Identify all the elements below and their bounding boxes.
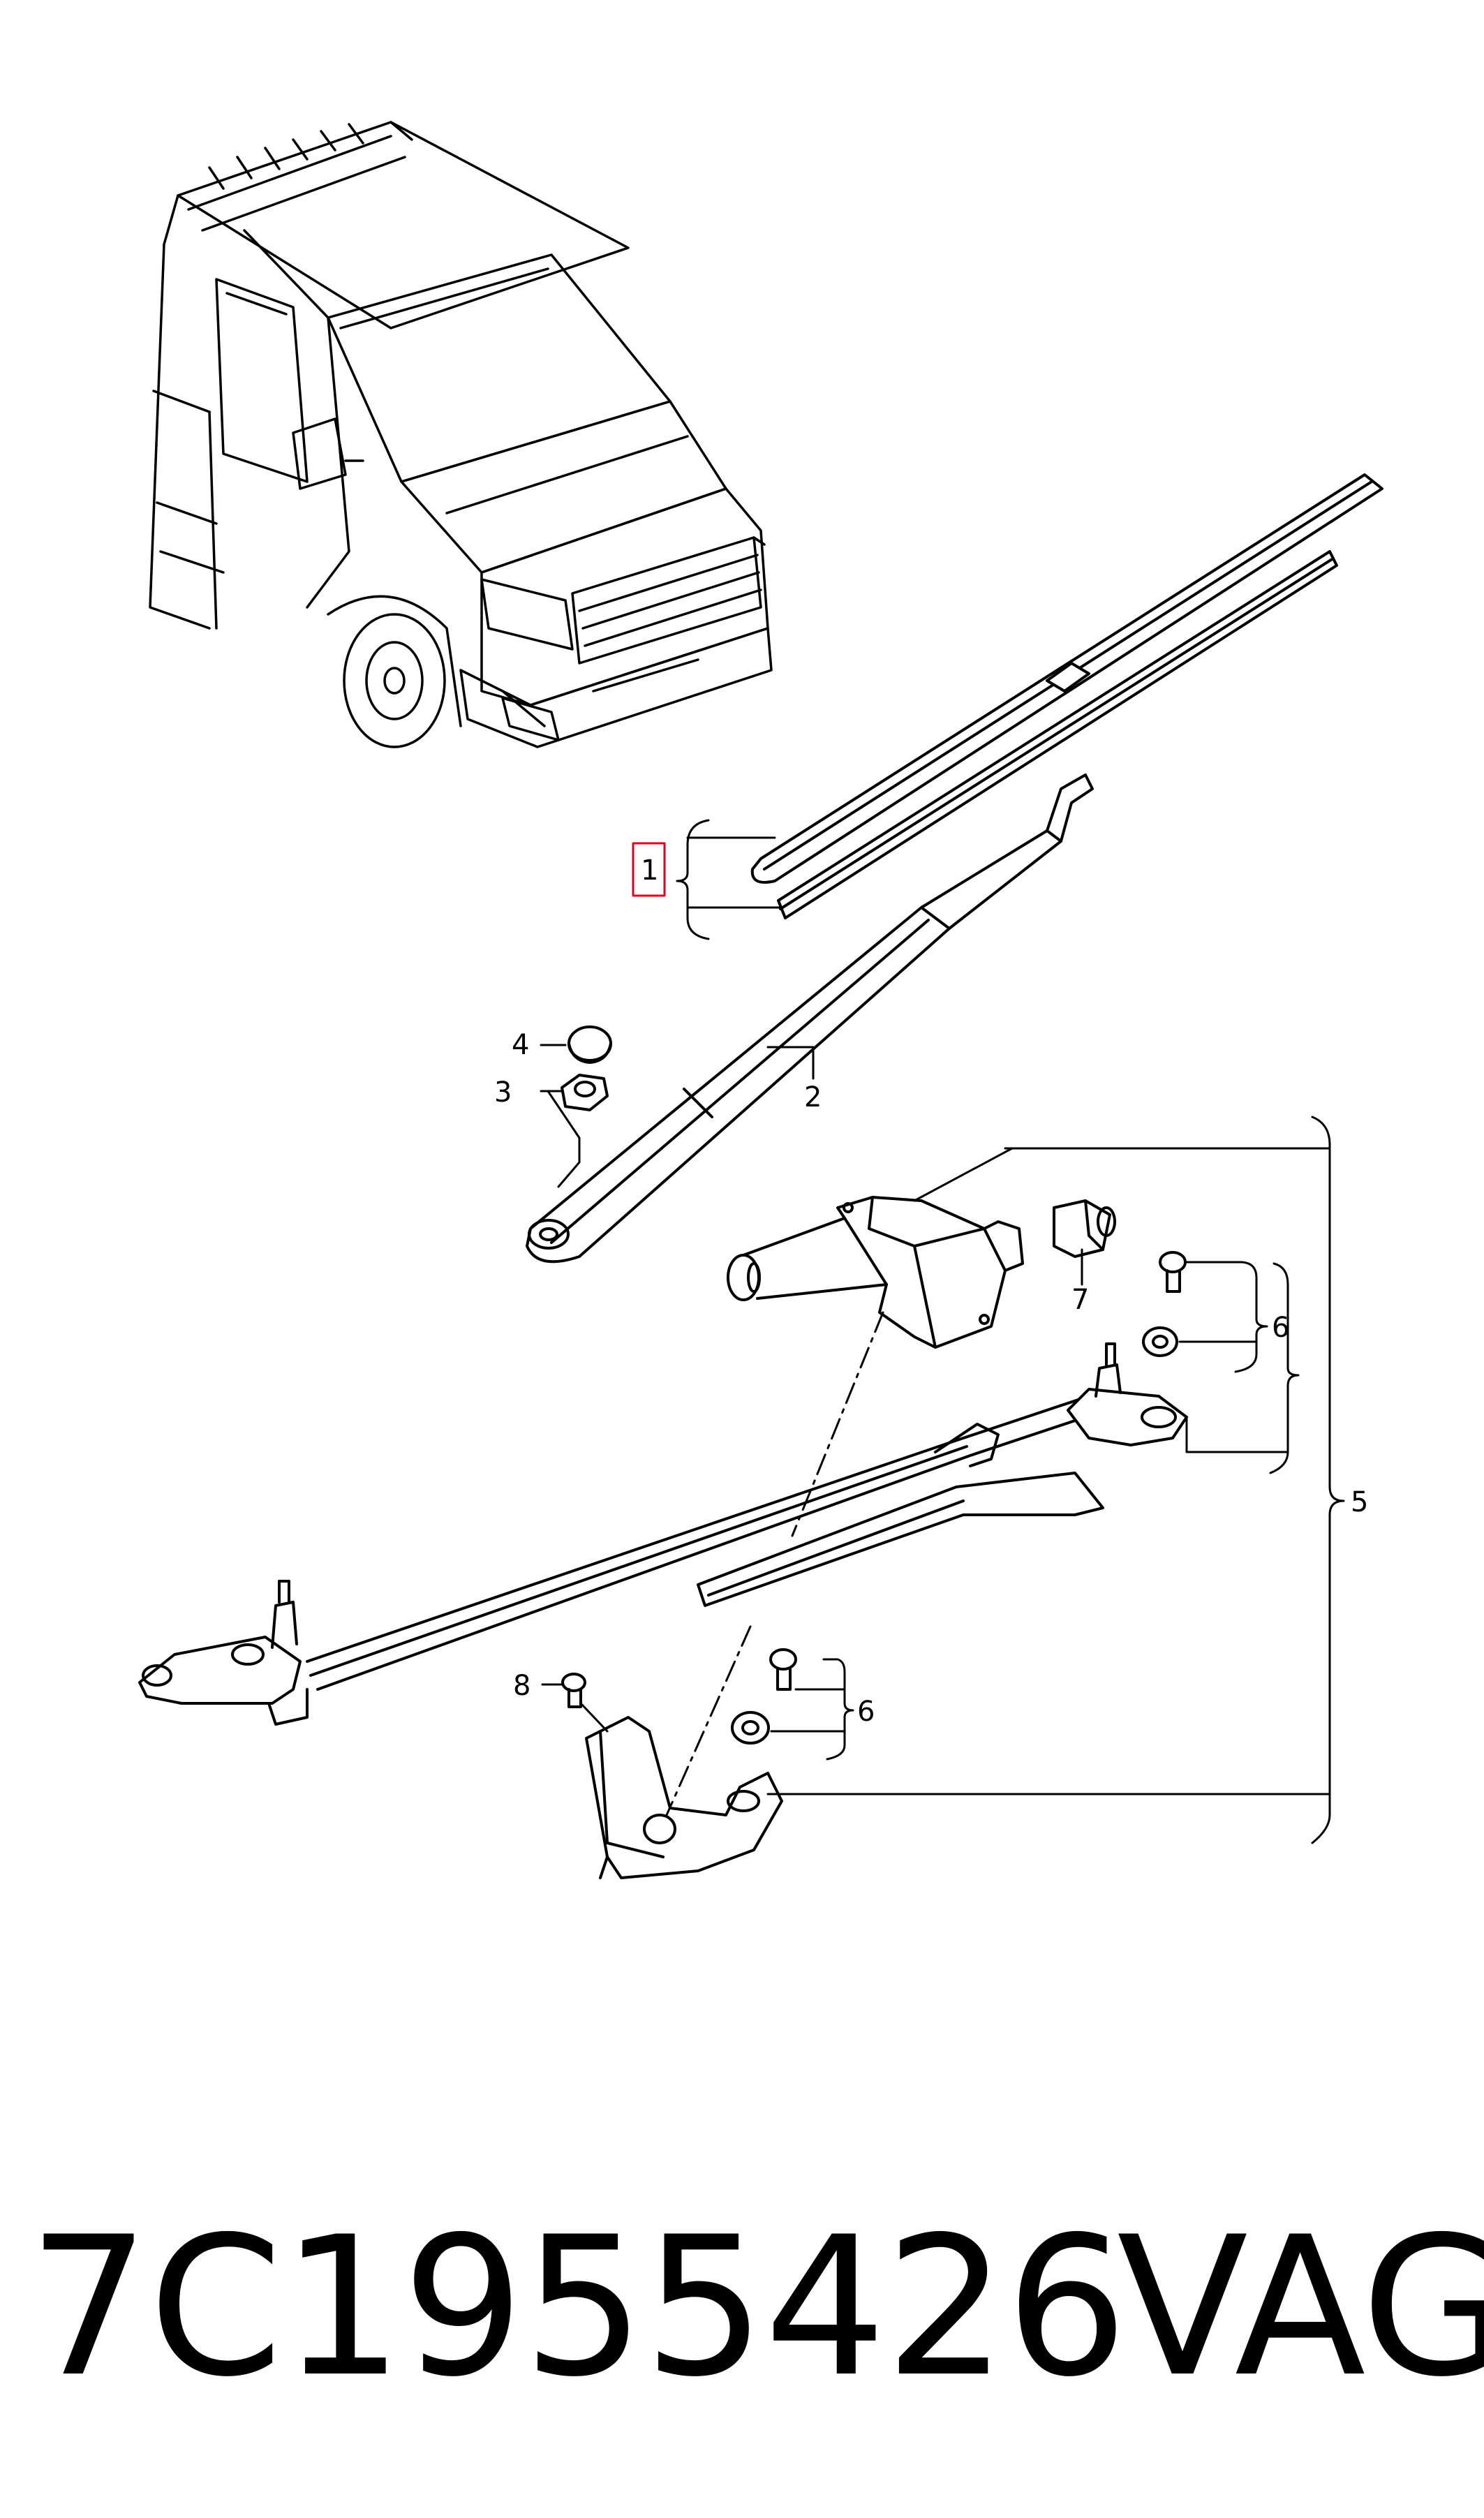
callout-5: 5 (1351, 1486, 1368, 1518)
mounting-grommets (561, 1251, 1187, 1745)
callout-3: 3 (494, 1076, 512, 1109)
van-illustration (149, 121, 773, 748)
wiper-blade (750, 473, 1383, 919)
wiper-motor (727, 1196, 1116, 1349)
brand-name: VAG (1117, 2195, 1484, 2419)
highlight-box (632, 842, 666, 897)
leader-lines (540, 819, 1345, 1844)
callout-8: 8 (513, 1670, 530, 1702)
callout-4: 4 (512, 1029, 529, 1061)
part-number: 7C1955426 (28, 2195, 1128, 2419)
callout-7: 7 (1071, 1284, 1089, 1316)
callout-6-lower: 6 (857, 1696, 875, 1728)
wiper-linkage (138, 1342, 1188, 1879)
wiper-arm (526, 773, 1094, 1264)
footer: 7C1955426 VAG (28, 2195, 1484, 2419)
callout-6-upper: 6 (1272, 1312, 1289, 1344)
callout-1: 1 (641, 854, 658, 887)
arm-cap-and-nut (561, 1025, 612, 1111)
callout-2: 2 (804, 1081, 822, 1113)
